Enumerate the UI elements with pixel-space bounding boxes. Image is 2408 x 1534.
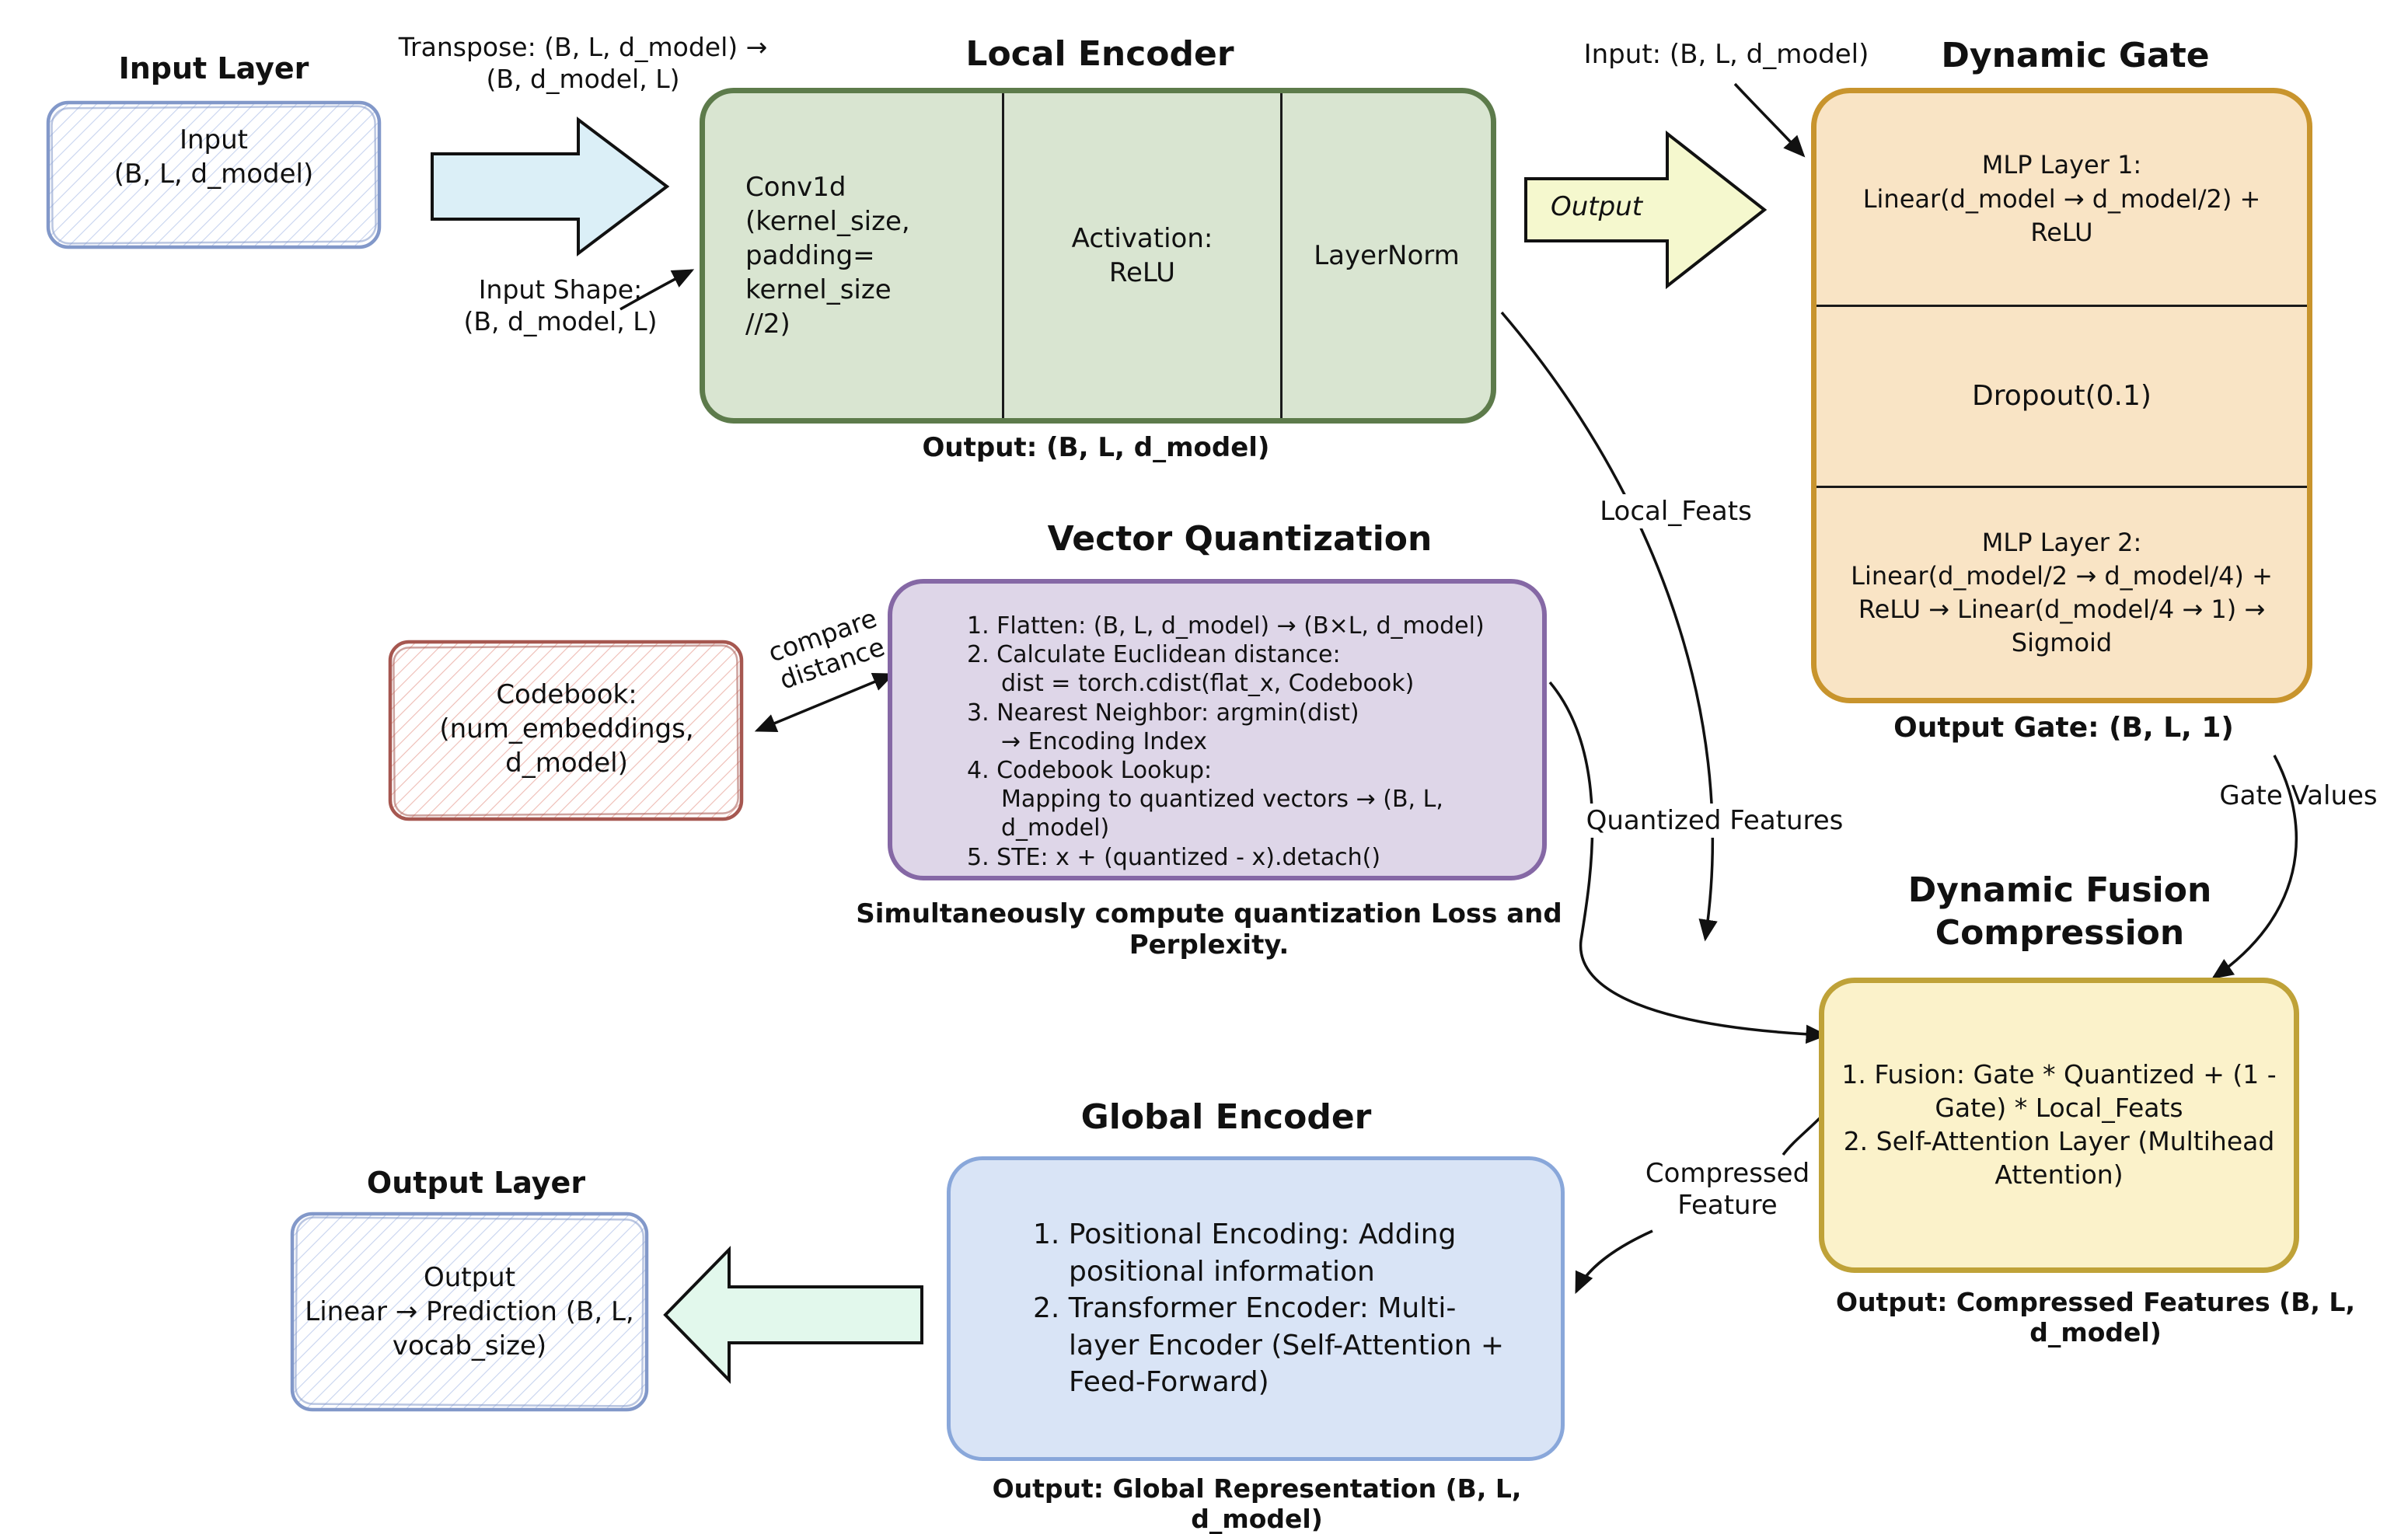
codebook-node: Codebook: (num_embeddings, d_model) — [439, 679, 694, 779]
dynamic-gate-mlp2-row: MLP Layer 2: Linear(d_model/2 → d_model/… — [1851, 527, 2273, 658]
vq-step-ste: 5. STE: x + (quantized - x).detach() — [967, 843, 1381, 871]
local-encoder-conv1d-cell: Conv1d (kernel_size, padding= kernel_siz… — [705, 93, 1004, 418]
global-encoder-title: Global Encoder — [1080, 1097, 1372, 1137]
global-encoder-node: 1. Positional Encoding: Adding positiona… — [947, 1156, 1565, 1461]
output-layer-sketch-box — [290, 1212, 649, 1412]
global-step-transformer: 2. Transformer Encoder: Multi- layer Enc… — [1033, 1292, 1505, 1399]
global-output-caption: Output: Global Representation (B, L, d_m… — [992, 1473, 1522, 1534]
input-shape-arrow — [619, 269, 695, 311]
local-encoder-node: Conv1d (kernel_size, padding= kernel_siz… — [700, 88, 1496, 424]
output-arrow-label: Output — [1550, 191, 1643, 222]
local-feats-label: Local_Feats — [1595, 494, 1757, 528]
dynamic-gate-dropout-row: Dropout(0.1) — [1816, 307, 2307, 488]
gate-values-label: Gate Values — [2219, 780, 2378, 811]
vector-quantization-title: Vector Quantization — [1047, 519, 1433, 559]
dynamic-gate-node: MLP Layer 1: Linear(d_model → d_model/2)… — [1811, 88, 2312, 703]
quantized-features-label: Quantized Features — [1556, 804, 1873, 838]
gate-input-arrow — [1733, 82, 1806, 158]
transpose-label: Transpose: (B, L, d_model) → (B, d_model… — [398, 32, 768, 95]
global-step-positional: 1. Positional Encoding: Adding positiona… — [1033, 1218, 1457, 1288]
gate-values-curve — [2211, 755, 2298, 979]
compressed-feature-label: Compressed Feature — [1645, 1158, 1810, 1221]
encoder-to-gate-output-arrow — [1524, 130, 1768, 290]
quantized-features-curve — [1548, 681, 1828, 1044]
fusion-step-attention: 2. Self-Attention Layer (Multihead Atten… — [1843, 1126, 2275, 1190]
vector-quantization-node: 1. Flatten: (B, L, d_model) → (B×L, d_mo… — [888, 579, 1547, 880]
output-layer-title: Output Layer — [366, 1166, 586, 1200]
local-encoder-title: Local Encoder — [965, 34, 1234, 74]
input-shape-label: Input Shape: (B, d_model, L) — [463, 274, 658, 337]
input-layer-title: Input Layer — [118, 51, 309, 85]
dynamic-gate-mlp1-row: MLP Layer 1: Linear(d_model → d_model/2)… — [1816, 93, 2307, 308]
local-encoder-layernorm-cell: LayerNorm — [1314, 239, 1460, 271]
dynamic-fusion-title: Dynamic Fusion Compression — [1907, 870, 2212, 953]
vq-step-flatten: 1. Flatten: (B, L, d_model) → (B×L, d_mo… — [967, 612, 1485, 640]
dynamic-gate-title: Dynamic Gate — [1941, 36, 2210, 75]
fusion-output-caption: Output: Compressed Features (B, L, d_mod… — [1836, 1287, 2355, 1347]
input-layer-sketch-box — [46, 100, 382, 249]
vq-loss-caption: Simultaneously compute quantization Loss… — [856, 898, 1562, 960]
dynamic-fusion-node: 1. Fusion: Gate * Quantized + (1 - Gate)… — [1819, 978, 2299, 1273]
input-to-local-encoder-arrow — [431, 116, 670, 257]
output-layer-node: Output Linear → Prediction (B, L, vocab_… — [305, 1262, 634, 1362]
codebook-sketch-box — [388, 640, 744, 821]
compressed-feature-link — [1782, 1116, 1822, 1156]
gate-input-label: Input: (B, L, d_model) — [1583, 39, 1869, 70]
local-encoder-output-caption: Output: (B, L, d_model) — [922, 432, 1270, 463]
vq-step-nearest-neighbor: 3. Nearest Neighbor: argmin(dist) → Enco… — [967, 699, 1359, 755]
compare-distance-arrow — [754, 673, 895, 732]
vq-step-codebook-lookup: 4. Codebook Lookup: Mapping to quantized… — [967, 756, 1443, 842]
input-layer-node: Input (B, L, d_model) — [113, 124, 314, 190]
compressed-feature-arrow — [1575, 1229, 1653, 1295]
local-encoder-activation-cell: Activation: ReLU — [1004, 93, 1283, 418]
global-to-output-layer-arrow — [663, 1246, 923, 1384]
vq-step-distance: 2. Calculate Euclidean distance: dist = … — [967, 641, 1415, 698]
dynamic-gate-output-caption: Output Gate: (B, L, 1) — [1893, 712, 2234, 744]
fusion-step-gate: 1. Fusion: Gate * Quantized + (1 - Gate)… — [1841, 1059, 2277, 1124]
